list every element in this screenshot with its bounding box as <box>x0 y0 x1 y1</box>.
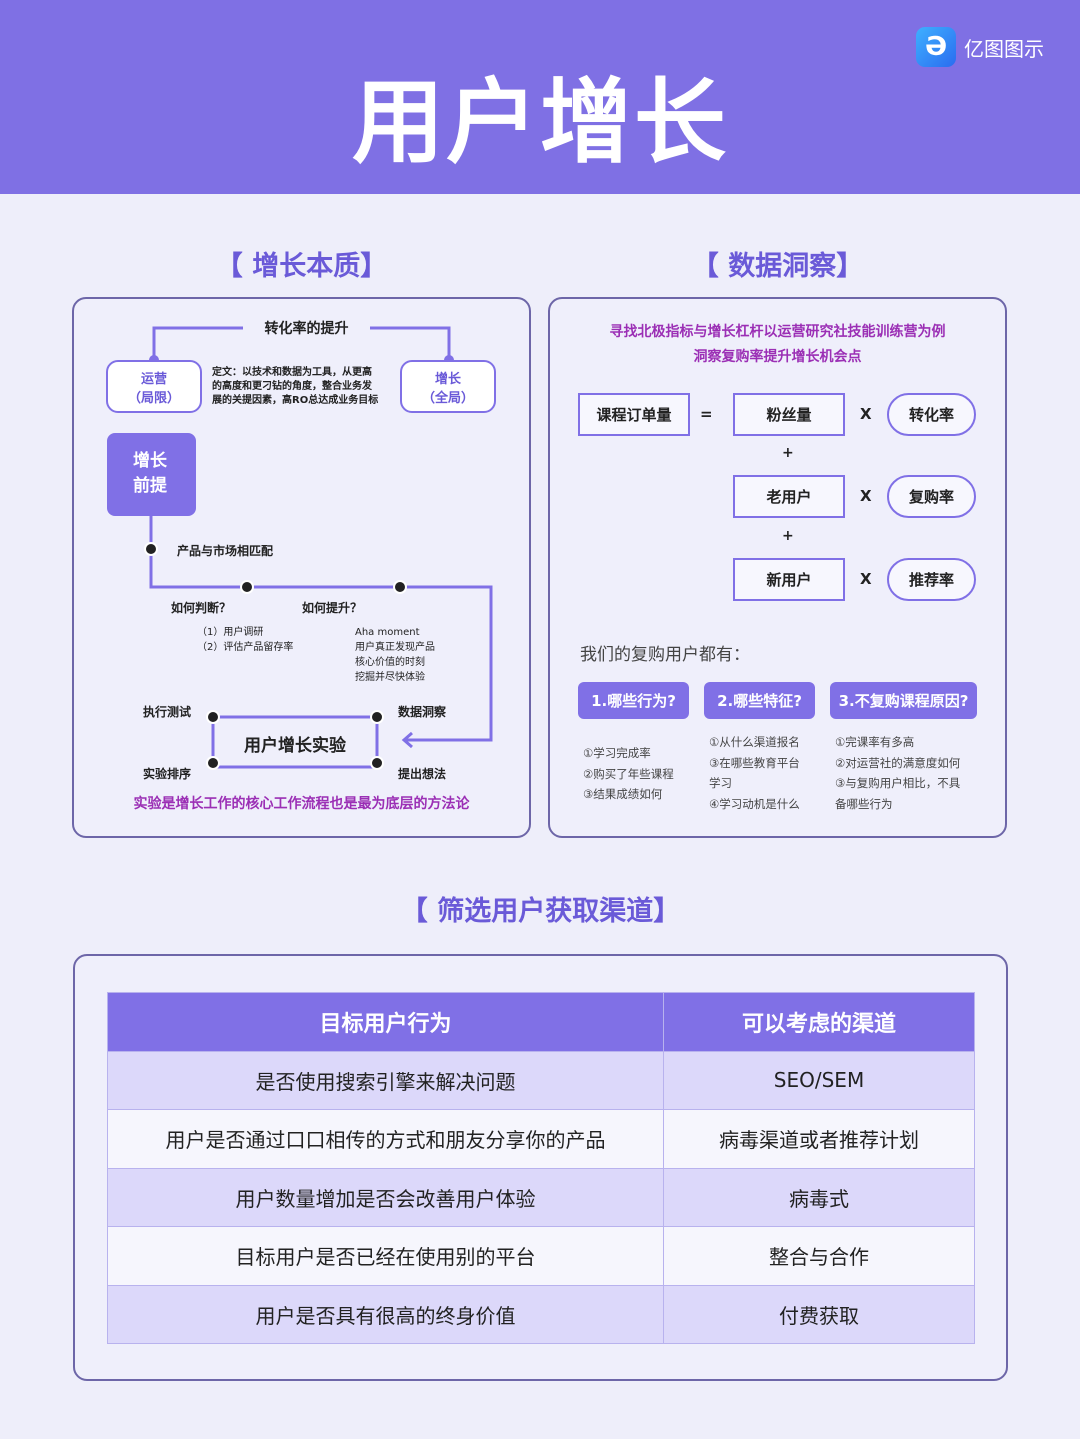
table-header-row: 目标用户行为 可以考虑的渠道 <box>107 992 975 1052</box>
table-cell: 是否使用搜索引擎来解决问题 <box>107 1050 664 1110</box>
definition-line: 展的关提因素，高RO总达成业务目标 <box>212 395 379 406</box>
section-title-insight: 【 数据洞察】 <box>691 251 864 282</box>
table-cell: 整合与合作 <box>663 1226 975 1286</box>
growth-experiment-label: 用户增长实验 <box>244 736 346 756</box>
formula-rate: 复购率 <box>887 475 976 518</box>
table-cell: 用户数量增加是否会改善用户体验 <box>107 1167 664 1227</box>
question-features: 2.哪些特征? <box>704 682 815 719</box>
operations-sub: （局限） <box>127 390 180 406</box>
table-row: 用户是否通过口口相传的方式和朋友分享你的产品病毒渠道或者推荐计划 <box>107 1109 975 1169</box>
edraw-logo-icon: Ə <box>916 27 956 67</box>
plus-sign: + <box>782 445 794 461</box>
table-row: 目标用户是否已经在使用别的平台整合与合作 <box>107 1226 975 1286</box>
table-row: 用户数量增加是否会改善用户体验病毒式 <box>107 1167 975 1227</box>
growth-definition: 定文：以技术和数据为工具，从更高 的高度和更刁钻的角度，整合业务发 展的关提因素… <box>212 366 378 408</box>
table-cell: 病毒式 <box>663 1167 975 1227</box>
section-title-essence: 【 增长本质】 <box>215 251 388 282</box>
growth-premise-box: 增长 前提 <box>107 433 196 516</box>
list-item: 学习 <box>709 776 732 790</box>
essence-connectors <box>144 326 493 770</box>
insight-title-line: 洞察复购率提升增长机会点 <box>693 349 862 365</box>
times-sign: X <box>860 487 872 505</box>
improve-item: 用户真正发现产品 <box>355 642 435 653</box>
formula-term: 新用户 <box>733 558 845 601</box>
premise-line: 增长 <box>133 451 167 471</box>
growth-label: 增长 <box>434 371 461 387</box>
list-item: ①从什么渠道报名 <box>709 735 800 749</box>
behavior-list: ①学习完成率 ②购买了年些课程 ③结果成绩如何 <box>583 743 674 805</box>
improve-item: 核心价值的时刻 <box>355 657 425 668</box>
judge-item: （2）评估产品留存率 <box>197 642 294 653</box>
list-item: ①学习完成率 <box>583 746 651 760</box>
improve-item: 挖掘并尽快体验 <box>355 672 425 683</box>
list-item: ②购买了年些课程 <box>583 766 674 781</box>
brand-logo[interactable]: Ə 亿图图示 <box>916 27 1044 67</box>
plus-sign: + <box>782 528 794 544</box>
reasons-list: ①完课率有多高 ②对运营社的满意度如何 ③与复购用户相比，不具 备哪些行为 <box>835 732 960 814</box>
question-behavior: 1.哪些行为? <box>578 682 689 719</box>
definition-line: 的高度和更刁钻的角度，整合业务发 <box>212 381 372 392</box>
times-sign: X <box>860 570 872 588</box>
table-row: 用户是否具有很高的终身价值付费获取 <box>107 1284 975 1344</box>
step-test: 执行测试 <box>143 705 192 719</box>
question-reasons: 3.不复购课程原因? <box>830 682 977 719</box>
times-sign: X <box>860 405 872 423</box>
equals-sign: = <box>700 405 713 423</box>
insight-title: 寻找北极指标与增长杠杆以运营研究社技能训练营为例 洞察复购率提升增长机会点 <box>548 320 1007 370</box>
essence-footer: 实验是增长工作的核心工作流程也是最为底层的方法论 <box>133 796 470 812</box>
features-list: ①从什么渠道报名 ③在哪些教育平台 学习 ④学习动机是什么 <box>709 732 800 814</box>
table-cell: 目标用户是否已经在使用别的平台 <box>107 1226 664 1286</box>
list-item: ②对运营社的满意度如何 <box>835 755 961 770</box>
table-cell: 付费获取 <box>663 1284 975 1344</box>
operations-label: 运营 <box>140 371 167 387</box>
step-insight: 数据洞察 <box>398 705 447 719</box>
judge-list: （1）用户调研 （2）评估产品留存率 <box>197 625 293 655</box>
judge-item: （1）用户调研 <box>197 627 264 638</box>
list-item: ③与复购用户相比，不具 <box>835 776 961 790</box>
conversion-label: 转化率的提升 <box>264 321 349 337</box>
premise-line: 前提 <box>133 476 167 496</box>
table-cell: 病毒渠道或者推荐计划 <box>663 1109 975 1169</box>
list-item: ③在哪些教育平台 <box>709 755 800 770</box>
list-item: ④学习动机是什么 <box>709 796 800 811</box>
growth-sub: （全局） <box>421 390 474 406</box>
formula-rate: 转化率 <box>887 393 976 436</box>
improve-list: Aha moment 用户真正发现产品 核心价值的时刻 挖掘并尽快体验 <box>355 625 435 685</box>
table-cell: SEO/SEM <box>663 1050 975 1110</box>
definition-line: 定文：以技术和数据为工具，从更高 <box>212 367 372 378</box>
improve-item: Aha moment <box>355 627 420 638</box>
table-cell: 用户是否具有很高的终身价值 <box>107 1284 664 1344</box>
section-title-channels: 【 筛选用户获取渠道】 <box>400 896 681 927</box>
insight-title-line: 寻找北极指标与增长杠杆以运营研究社技能训练营为例 <box>609 324 946 340</box>
improve-title: 如何提升？ <box>302 601 363 615</box>
formula-term: 粉丝量 <box>733 393 845 436</box>
step-sort: 实验排序 <box>143 767 192 781</box>
logo-text: 亿图图示 <box>964 36 1044 61</box>
repeat-users-title: 我们的复购用户都有： <box>580 645 750 665</box>
header-banner <box>0 0 1080 194</box>
list-item: 备哪些行为 <box>835 796 893 811</box>
growth-box: 增长 （全局） <box>400 360 496 413</box>
page-title: 用户增长 <box>351 69 728 176</box>
table-cell: 用户是否通过口口相传的方式和朋友分享你的产品 <box>107 1109 664 1169</box>
formula-term: 老用户 <box>733 475 845 518</box>
list-item: ③结果成绩如何 <box>583 787 663 801</box>
column-header: 目标用户行为 <box>107 992 664 1052</box>
judge-title: 如何判断？ <box>171 601 232 615</box>
operations-box: 运营 （局限） <box>106 360 202 413</box>
step-idea: 提出想法 <box>398 767 447 781</box>
order-count-box: 课程订单量 <box>578 393 690 436</box>
formula-rate: 推荐率 <box>887 558 976 601</box>
column-header: 可以考虑的渠道 <box>663 992 975 1052</box>
pmf-label: 产品与市场相匹配 <box>177 544 274 558</box>
list-item: ①完课率有多高 <box>835 735 915 749</box>
